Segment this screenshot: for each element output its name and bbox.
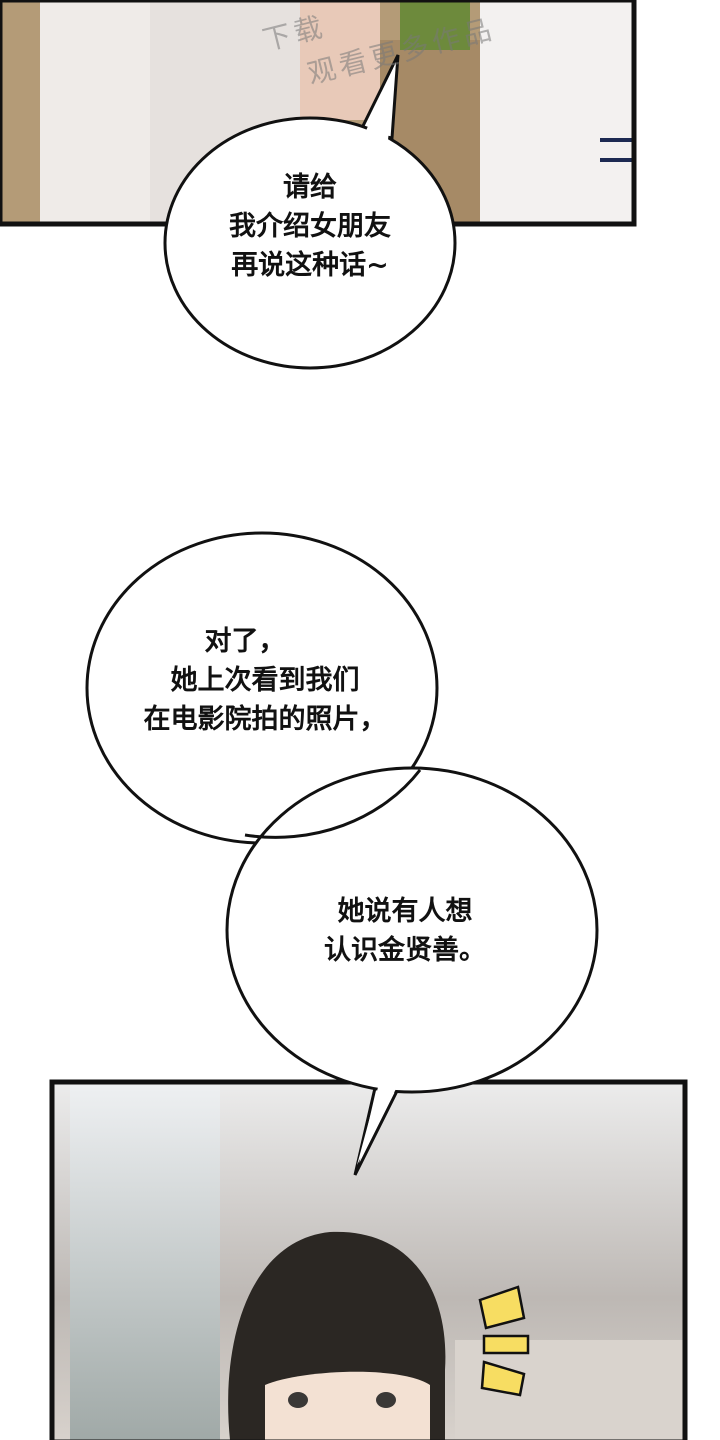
bubble-3-text: 她说有人想认识金贤善。	[290, 892, 520, 970]
speech-bubble-1	[163, 54, 457, 370]
bubble-text-line: 她上次看到我们	[170, 665, 360, 696]
bubble-1-text: 请给我介绍女朋友再说这种话~	[175, 168, 445, 285]
emphasis-marks	[478, 1285, 530, 1397]
bubble-text-line: 我介绍女朋友	[229, 211, 391, 242]
bubble-text-line: 她说有人想	[337, 896, 473, 927]
bubble-text-line: 请给	[283, 172, 337, 203]
speech-bubble-3	[225, 766, 599, 1176]
bubble-text-line: 认识金贤善。	[324, 935, 486, 966]
bubble-text-line: 对了，	[204, 626, 286, 657]
bubble-text-line: 在电影院拍的照片，	[143, 704, 387, 735]
bubble-text-line: 再说这种话~	[231, 250, 389, 281]
bubble-2-text: 对了， 她上次看到我们在电影院拍的照片，	[105, 622, 425, 739]
character-face	[265, 1371, 430, 1440]
